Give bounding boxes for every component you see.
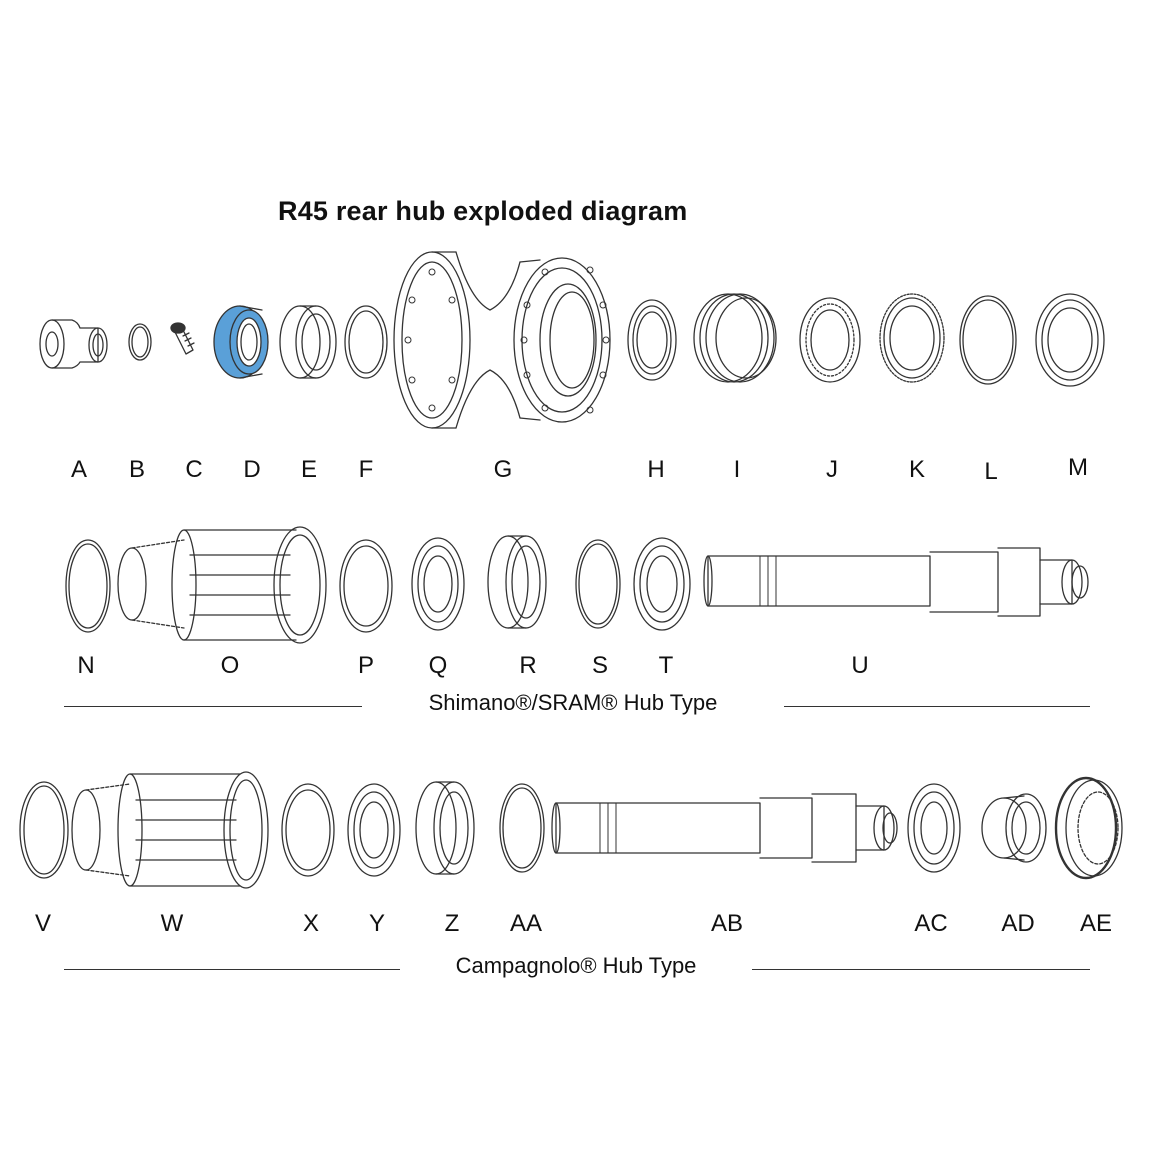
part-w-freehub-body [72, 772, 268, 888]
part-m-bearing [1036, 294, 1104, 386]
section-title-campagnolo: Campagnolo® Hub Type [455, 953, 697, 978]
part-t-bearing [634, 538, 690, 630]
part-ac-bearing [908, 784, 960, 872]
label-part-e: E [300, 456, 318, 483]
label-part-ac: AC [914, 910, 948, 937]
label-part-ad: AD [1001, 910, 1035, 937]
label-part-q: Q [428, 652, 448, 679]
part-ad-bearing-cup [982, 794, 1046, 862]
label-part-d: D [243, 456, 261, 483]
label-part-p: P [357, 652, 375, 679]
label-part-t: T [658, 652, 674, 679]
label-part-a: A [70, 456, 88, 483]
section-rule-right-campagnolo [752, 969, 1090, 970]
part-ab-axle [552, 794, 897, 862]
part-l-washer [960, 296, 1016, 384]
section-rule-left [64, 706, 362, 707]
part-aa-o-ring [500, 784, 544, 872]
label-part-v: V [34, 910, 52, 937]
label-part-i: I [733, 456, 741, 483]
label-part-y: Y [368, 910, 386, 937]
part-u-axle [704, 548, 1088, 616]
label-part-n: N [77, 652, 95, 679]
part-z-spacer [416, 782, 474, 874]
part-f-washer [345, 306, 387, 378]
part-ae-lockring [1056, 778, 1122, 878]
part-x-washer [282, 784, 334, 876]
label-part-r: R [519, 652, 537, 679]
label-part-x: X [302, 910, 320, 937]
part-o-freehub-body [118, 527, 326, 643]
part-e-bearing-cup [280, 306, 336, 378]
part-j-ratchet-ring [800, 298, 860, 382]
label-part-k: K [908, 456, 926, 483]
label-part-u: U [851, 652, 869, 679]
part-n-o-ring [66, 540, 110, 632]
part-k-ratchet-ring [880, 294, 944, 382]
part-y-bearing [348, 784, 400, 876]
part-i-spring [694, 294, 776, 382]
part-r-spacer [488, 536, 546, 628]
section-rule-right [784, 706, 1090, 707]
part-v-o-ring [20, 782, 68, 878]
section-title-shimano-sram: Shimano®/SRAM® Hub Type [428, 690, 718, 715]
diagram-title: R45 rear hub exploded diagram [278, 196, 688, 226]
part-a-end-cap [40, 320, 107, 368]
label-part-f: F [358, 456, 374, 483]
label-part-l: L [984, 458, 998, 485]
label-part-j: J [826, 456, 838, 483]
part-d-bearing [214, 306, 268, 378]
label-part-h: H [647, 456, 665, 483]
part-c-screw [171, 323, 194, 354]
part-b-o-ring [129, 324, 151, 360]
label-part-s: S [591, 652, 609, 679]
label-part-b: B [128, 456, 146, 483]
label-part-c: C [185, 456, 203, 483]
part-s-o-ring [576, 540, 620, 628]
label-part-o: O [220, 652, 240, 679]
part-q-bearing [412, 538, 464, 630]
label-part-aa: AA [509, 910, 543, 937]
label-part-g: G [493, 456, 513, 483]
part-p-washer [340, 540, 392, 632]
label-part-z: Z [444, 910, 460, 937]
section-rule-left-campagnolo [64, 969, 400, 970]
part-g-hub-shell [394, 252, 610, 428]
label-part-ab: AB [710, 910, 744, 937]
part-h-seal [628, 300, 676, 380]
label-part-ae: AE [1079, 910, 1113, 937]
label-part-w: W [160, 910, 184, 937]
label-part-m: M [1068, 454, 1088, 481]
